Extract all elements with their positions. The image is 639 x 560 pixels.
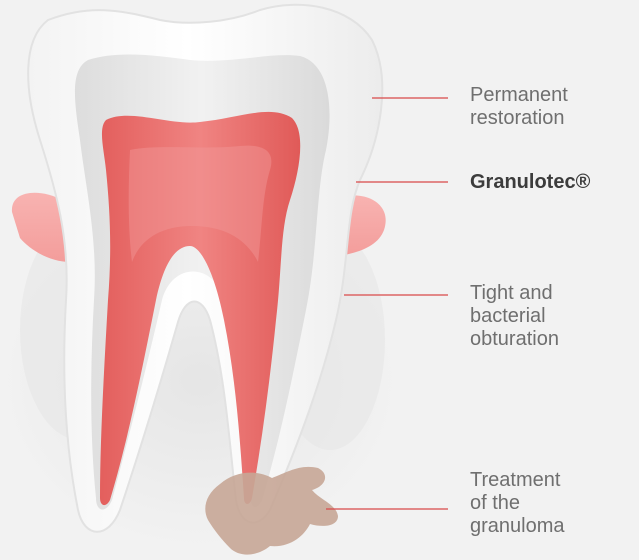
label-obturation-line3: obturation <box>470 328 559 351</box>
label-granuloma: Treatment of the granuloma <box>470 469 565 538</box>
label-obturation-line2: bacterial <box>470 305 559 328</box>
label-permanent-restoration-line1: Permanent <box>470 84 568 107</box>
label-obturation-line1: Tight and <box>470 282 559 305</box>
label-granuloma-line1: Treatment <box>470 469 565 492</box>
label-granuloma-line3: granuloma <box>470 515 565 538</box>
label-granuloma-line2: of the <box>470 492 565 515</box>
label-granulotec: Granulotec® <box>470 171 590 194</box>
label-permanent-restoration-line2: restoration <box>470 107 568 130</box>
label-permanent-restoration: Permanent restoration <box>470 84 568 130</box>
label-obturation: Tight and bacterial obturation <box>470 282 559 351</box>
granuloma <box>205 467 338 555</box>
